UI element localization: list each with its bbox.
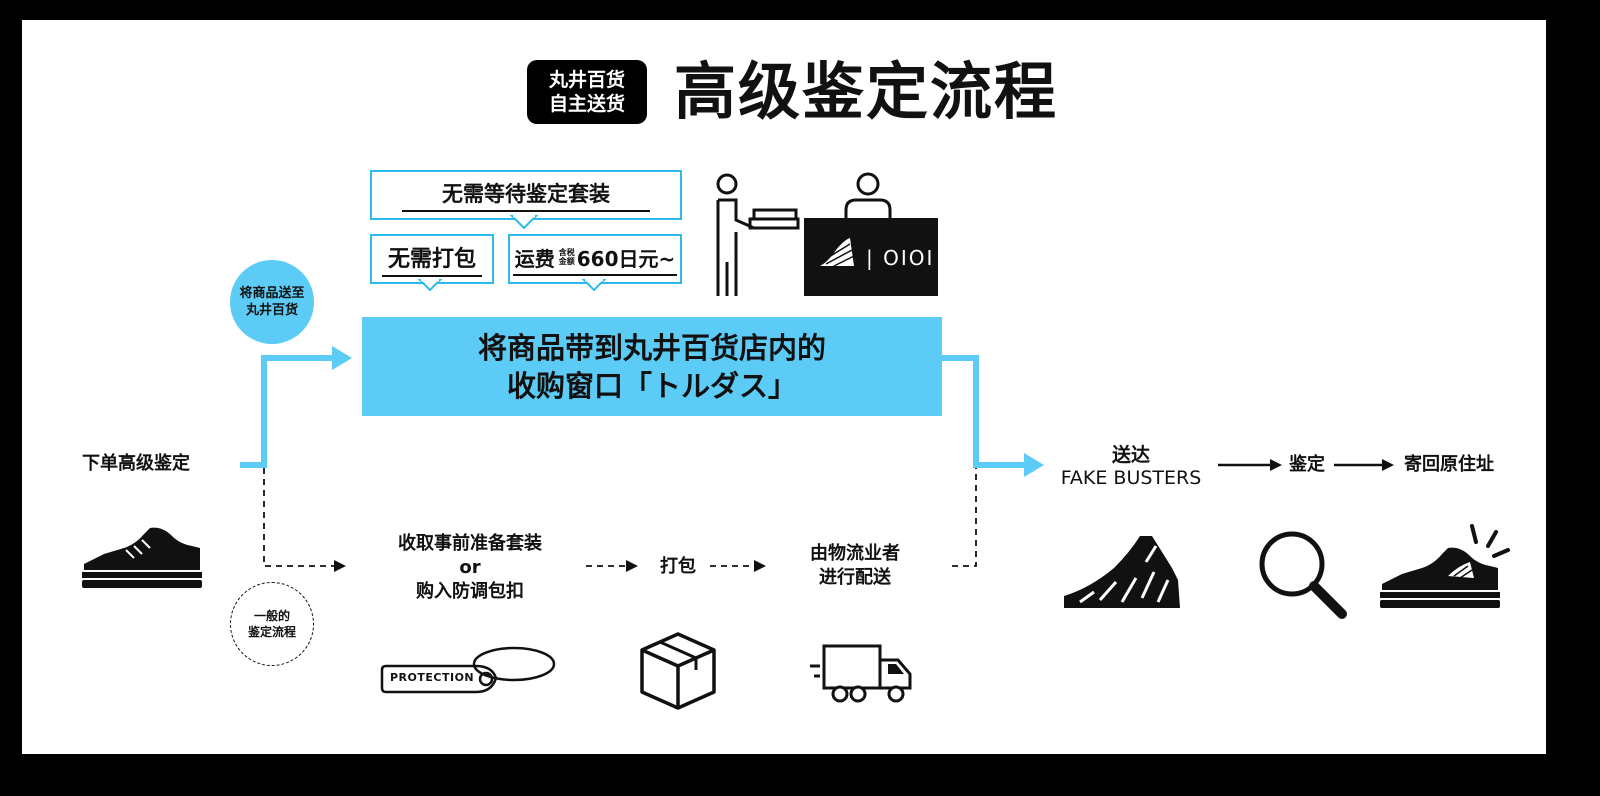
shipping-fee-prefix: 运费 — [514, 246, 555, 271]
standard-flow-line1: 一般的 — [253, 609, 290, 623]
standard-flow-line2: 鉴定流程 — [247, 625, 296, 639]
callout-shipping-fee-group: 运费 含税 金额 660日元~ — [512, 243, 678, 276]
standard-flow-badge: 一般的 鉴定流程 — [230, 582, 314, 666]
callout-no-wait-pointer — [509, 214, 539, 230]
badge-line2: 自主送货 — [548, 93, 625, 115]
callout-no-wait: 无需等待鉴定套装 — [370, 170, 682, 220]
lower-step1-line3: 购入防调包扣 — [416, 581, 524, 602]
staff-at-counter-icon — [804, 172, 938, 296]
send-to-marui-line1: 将商品送至 — [239, 286, 305, 301]
badge-line1: 丸井百货 — [548, 69, 625, 91]
right-step1-line2: FAKE BUSTERS — [1060, 467, 1202, 489]
protection-tag-icon — [380, 646, 556, 694]
store-counter-box: 将商品带到丸井百货店内的 收购窗口「トルダス」 — [362, 317, 942, 416]
magnifier-icon — [1259, 531, 1347, 619]
send-to-marui-line2: 丸井百货 — [245, 303, 298, 318]
lower-step2-label: 打包 — [660, 556, 696, 577]
delivery-truck-icon — [810, 644, 912, 703]
fake-busters-logo — [1064, 536, 1180, 608]
lower-step3-line2: 进行配送 — [819, 567, 891, 588]
lower-step1-label: 收取事前准备套装 or 购入防调包扣 — [370, 532, 570, 604]
right-step1-label: 送达 FAKE BUSTERS — [1046, 444, 1216, 490]
page-title: 高级鉴定流程 — [674, 55, 1059, 128]
callout-shipping-fee: 运费 含税 金额 660日元~ — [508, 234, 682, 284]
callout-no-packing-pointer — [417, 278, 443, 292]
store-counter-line1: 将商品带到丸井百货店内的 — [477, 330, 826, 365]
send-to-marui-badge: 将商品送至 丸井百货 — [230, 260, 314, 344]
callout-no-packing-text: 无需打包 — [381, 241, 482, 277]
store-counter-line2: 收购窗口「トルダス」 — [506, 368, 797, 403]
cardboard-box-icon — [640, 632, 716, 710]
start-label: 下单高级鉴定 — [82, 453, 190, 474]
marui-badge: 丸井百货 自主送货 — [527, 60, 647, 124]
shipping-fee-tax-note: 含税 金额 — [559, 248, 575, 266]
lower-step3-line1: 由物流业者 — [810, 543, 900, 564]
protection-tag-text: PROTECTION — [390, 671, 475, 684]
oioi-logo: | OIOI — [866, 246, 935, 270]
shipping-fee-tax-top: 含税 — [558, 248, 575, 257]
shipping-fee-amount: 660日元~ — [576, 246, 676, 271]
sneaker-icon — [82, 527, 202, 588]
callout-shipping-fee-pointer — [581, 278, 607, 292]
right-step3-label: 寄回原住址 — [1404, 454, 1494, 475]
lower-step1-line1: 收取事前准备套装 — [398, 533, 542, 554]
person-handing-box-icon — [716, 173, 800, 296]
shipping-fee-tax-bottom: 金额 — [558, 257, 575, 266]
callout-no-packing: 无需打包 — [370, 234, 494, 284]
callout-no-wait-text: 无需等待鉴定套装 — [402, 178, 650, 212]
flow-connectors — [240, 346, 1394, 572]
lower-step1-line2: or — [459, 557, 481, 578]
lower-step3-label: 由物流业者 进行配送 — [792, 542, 918, 590]
diagram-frame: 丸井百货 自主送货 高级鉴定流程 无需等待鉴定套装 无需打包 运费 含税 金额 … — [22, 20, 1546, 754]
right-step1-line1: 送达 — [1111, 444, 1150, 466]
returned-sneaker-icon — [1380, 524, 1510, 608]
right-step2-label: 鉴定 — [1289, 454, 1325, 475]
